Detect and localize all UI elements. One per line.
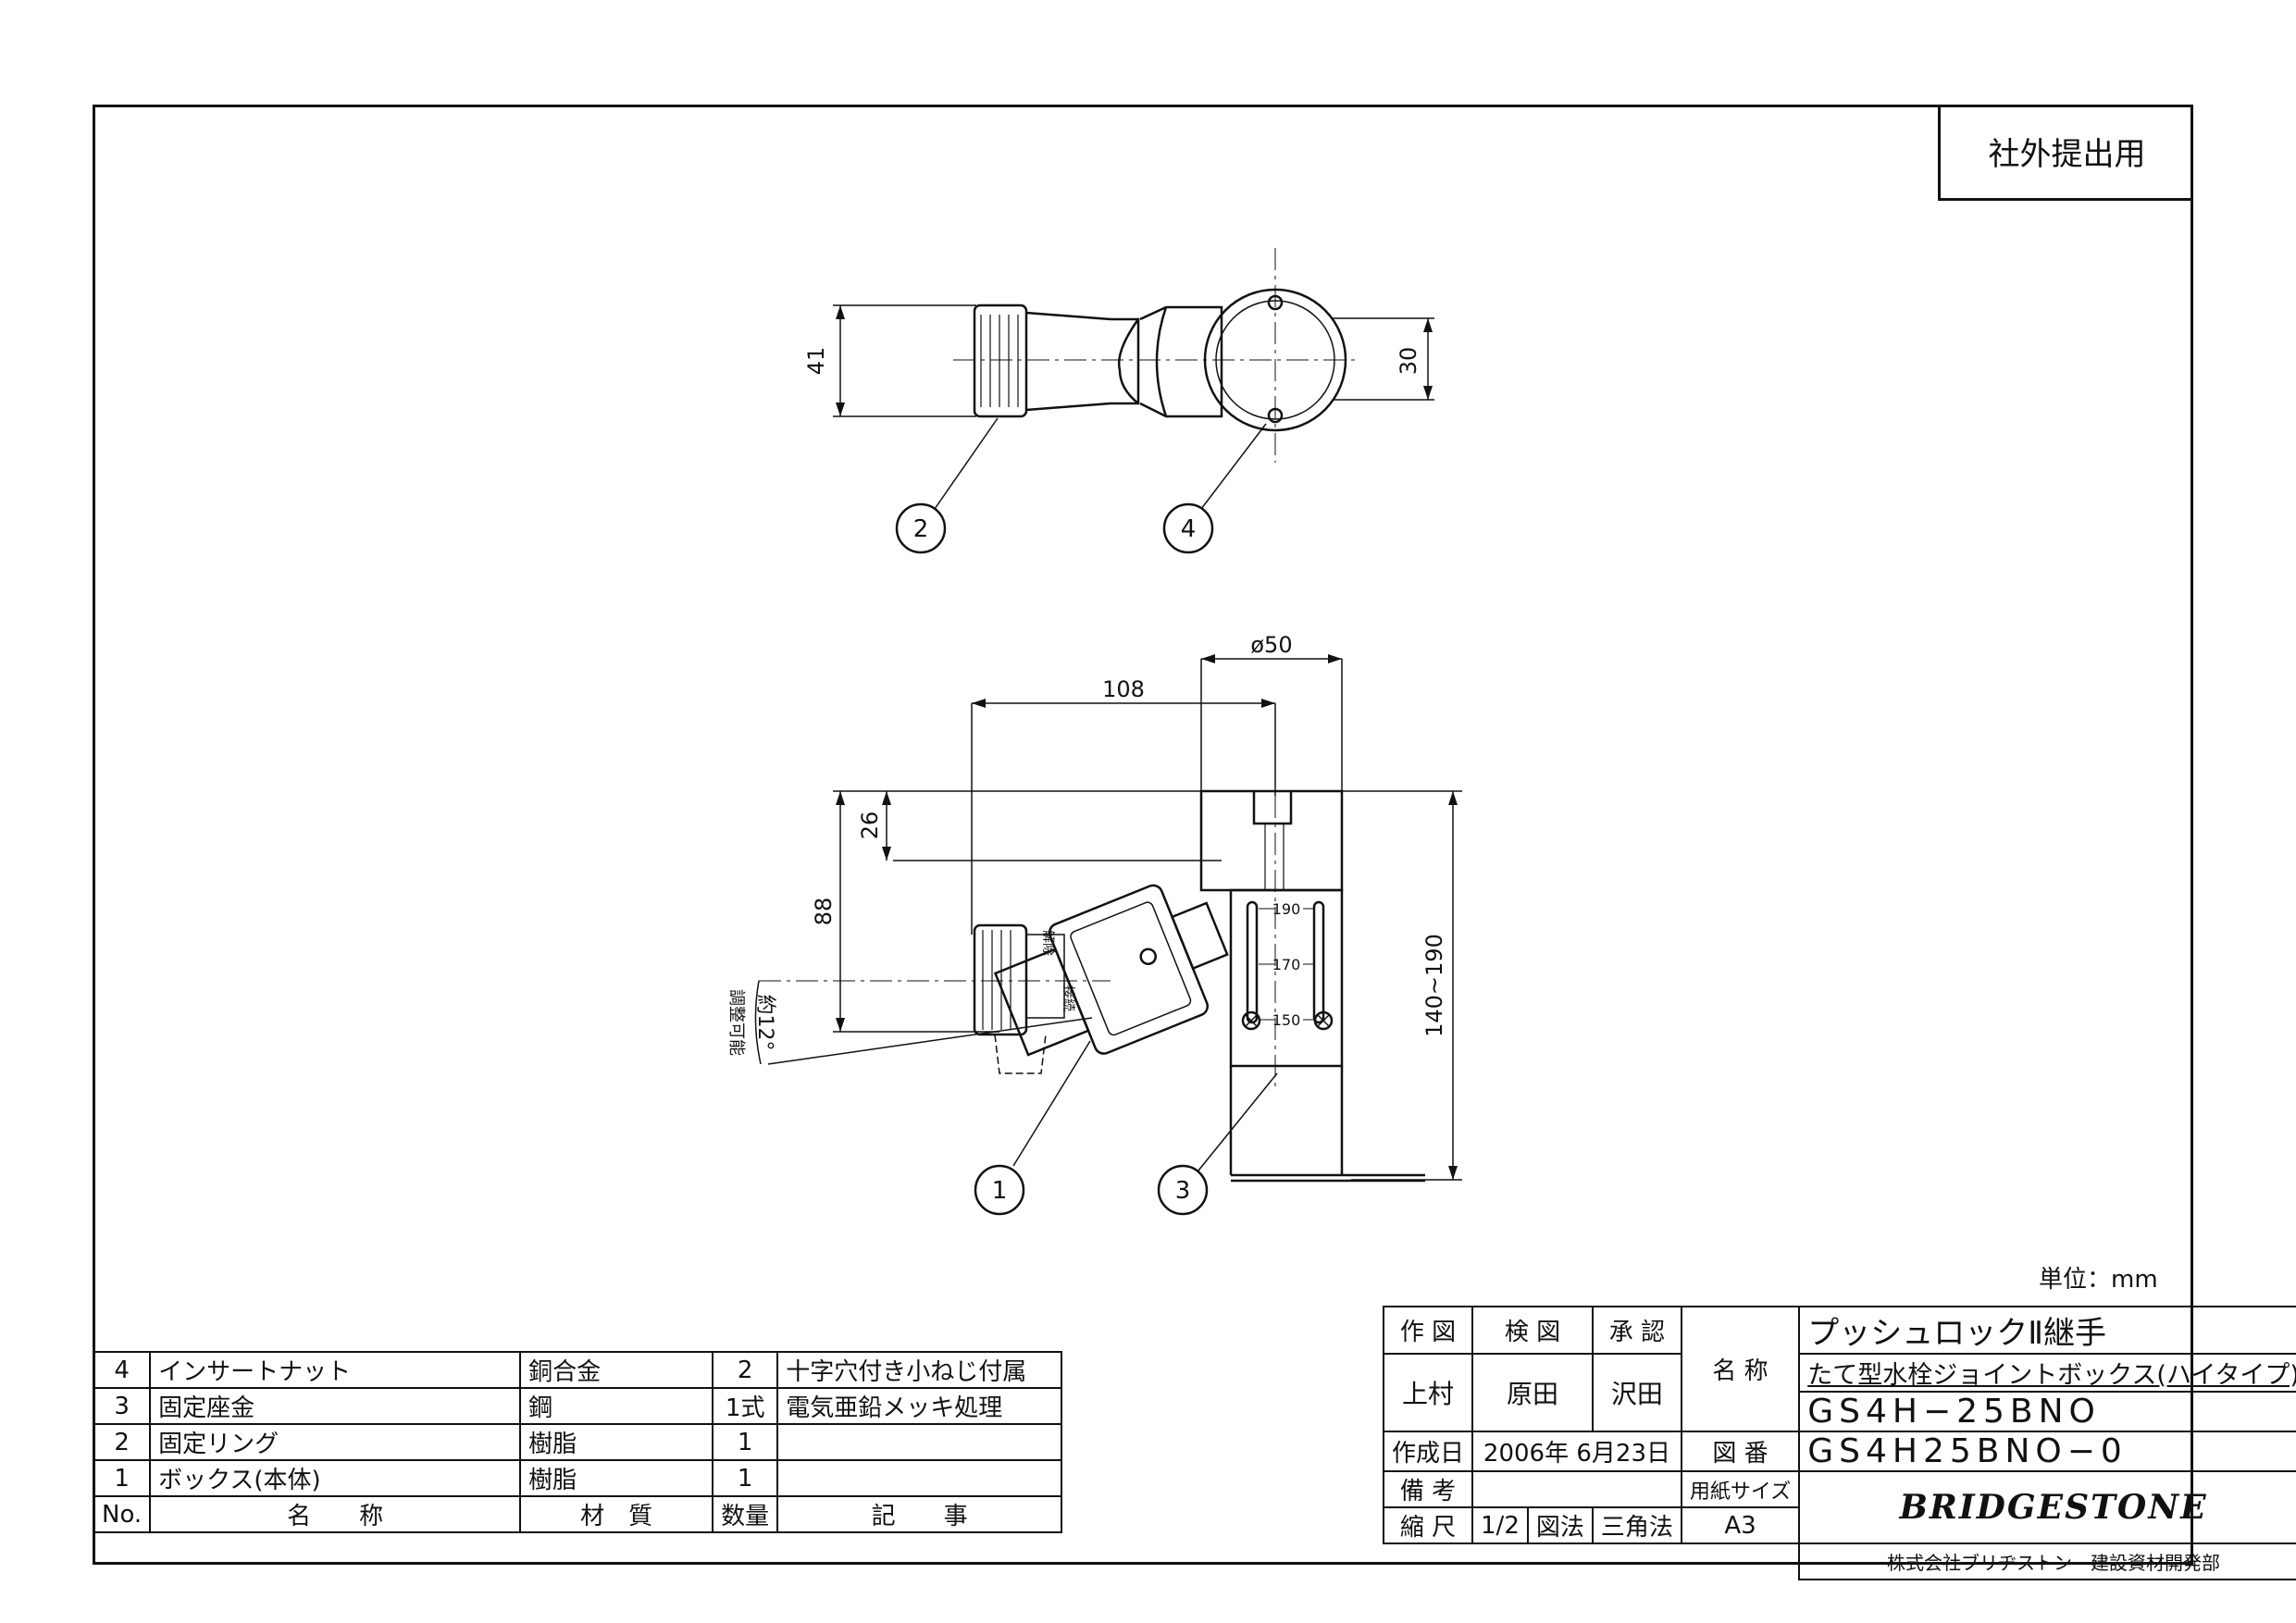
bridgestone-logo: BRIDGESTONE <box>1798 1470 2296 1544</box>
drawing-number: GS4H25BNO−0 <box>1798 1431 2296 1472</box>
approved-by: 沢田 <box>1591 1353 1682 1432</box>
header-material: 材 質 <box>519 1495 714 1533</box>
scale-label: 縮 尺 <box>1382 1506 1474 1544</box>
created-date: 2006年 6月23日 <box>1471 1431 1682 1472</box>
part-note: 十字穴付き小ねじ付属 <box>776 1351 1063 1389</box>
part-qty: 1式 <box>712 1387 779 1425</box>
parts-header: No. 名 称 材 質 数量 記 事 <box>92 1495 1063 1533</box>
dim-angle: 約12° <box>753 995 776 1051</box>
callout-2 <box>895 502 947 554</box>
model-number: GS4H−25BNO <box>1798 1391 2296 1432</box>
part-name: ボックス(本体) <box>149 1459 522 1497</box>
part-note: 電気亜鉛メッキ処理 <box>776 1387 1063 1425</box>
parts-row: 1 ボックス(本体) 樹脂 1 <box>92 1459 1063 1497</box>
parts-list: 4 インサートナット 銅合金 2 十字穴付き小ねじ付属 3 固定座金 鋼 1式 … <box>92 1351 1063 1533</box>
parts-row: 4 インサートナット 銅合金 2 十字穴付き小ねじ付属 <box>92 1351 1063 1389</box>
remarks-label: 備 考 <box>1382 1470 1474 1508</box>
paper-size-label: 用紙サイズ <box>1680 1470 1801 1508</box>
callout-4 <box>1162 502 1214 554</box>
scale-mark-190: 190 <box>1272 900 1301 918</box>
part-no: 2 <box>92 1423 152 1461</box>
company-name: 株式会社ブリヂストン 建設資材開発部 <box>1798 1542 2296 1580</box>
dim-140-190: 140~190 <box>1421 934 1447 1037</box>
title-line-2: たて型水栓ジョイントボックス(ハイタイプ) <box>1798 1353 2296 1393</box>
drawn-by: 上村 <box>1382 1353 1474 1432</box>
part-material: 樹脂 <box>519 1459 714 1497</box>
header-note: 記 事 <box>776 1495 1063 1533</box>
parts-row: 2 固定リング 樹脂 1 <box>92 1423 1063 1461</box>
dim-26: 26 <box>857 812 883 840</box>
checked-by: 原田 <box>1471 1353 1594 1432</box>
part-name: 固定座金 <box>149 1387 522 1425</box>
scale-mark-150: 150 <box>1272 1011 1301 1029</box>
drawing-no-label: 図 番 <box>1680 1431 1801 1472</box>
name-label: 名 称 <box>1680 1306 1801 1432</box>
callout-2-label: 2 <box>913 515 929 543</box>
header-name: 名 称 <box>149 1495 522 1533</box>
callout-1-label: 1 <box>992 1177 1008 1205</box>
part-qty: 1 <box>712 1459 779 1497</box>
title-line-1: プッシュロックⅡ継手 <box>1798 1306 2296 1355</box>
adjust-note-release: 解除 <box>1040 930 1055 956</box>
callout-1 <box>974 1164 1025 1216</box>
scale-mark-170: 170 <box>1272 956 1301 973</box>
dim-30: 30 <box>1396 347 1421 376</box>
callout-3-label: 3 <box>1175 1177 1191 1205</box>
unit-label: 単位：mm <box>2039 1266 2158 1294</box>
method-label: 図法 <box>1526 1506 1594 1544</box>
part-no: 4 <box>92 1351 152 1389</box>
part-material: 樹脂 <box>519 1423 714 1461</box>
title-block: 作 図 検 図 承 認 名 称 プッシュロックⅡ継手 上村 原田 沢田 たて型水… <box>1382 1306 2296 1580</box>
checked-label: 検 図 <box>1471 1306 1594 1355</box>
part-note <box>776 1459 1063 1497</box>
drawn-label: 作 図 <box>1382 1306 1474 1355</box>
created-label: 作成日 <box>1382 1431 1474 1472</box>
top-view <box>833 248 1434 510</box>
angle-note: 調整可能 <box>726 989 746 1056</box>
dim-88: 88 <box>811 898 837 926</box>
part-qty: 1 <box>712 1423 779 1461</box>
part-no: 3 <box>92 1387 152 1425</box>
part-no: 1 <box>92 1459 152 1497</box>
approved-label: 承 認 <box>1591 1306 1682 1355</box>
dim-diameter: ø50 <box>1250 632 1292 658</box>
dim-41: 41 <box>803 347 829 376</box>
callout-3 <box>1157 1164 1209 1216</box>
adjust-note-connect: 接続 <box>1061 985 1076 1011</box>
method-value: 三角法 <box>1591 1506 1682 1544</box>
callout-4-label: 4 <box>1181 515 1197 543</box>
parts-row: 3 固定座金 鋼 1式 電気亜鉛メッキ処理 <box>92 1387 1063 1425</box>
drawing-frame <box>93 105 2193 1565</box>
part-name: 固定リング <box>149 1423 522 1461</box>
part-material: 銅合金 <box>519 1351 714 1389</box>
part-name: インサートナット <box>149 1351 522 1389</box>
header-no: No. <box>92 1495 152 1533</box>
remarks-value <box>1471 1470 1682 1508</box>
external-submission-stamp: 社外提出用 <box>1938 105 2193 201</box>
front-view <box>754 658 1462 1183</box>
header-qty: 数量 <box>712 1495 779 1533</box>
scale-value: 1/2 <box>1471 1506 1529 1544</box>
part-note <box>776 1423 1063 1461</box>
part-qty: 2 <box>712 1351 779 1389</box>
dim-108: 108 <box>1102 676 1145 702</box>
part-material: 鋼 <box>519 1387 714 1425</box>
paper-size-value: A3 <box>1680 1506 1801 1544</box>
